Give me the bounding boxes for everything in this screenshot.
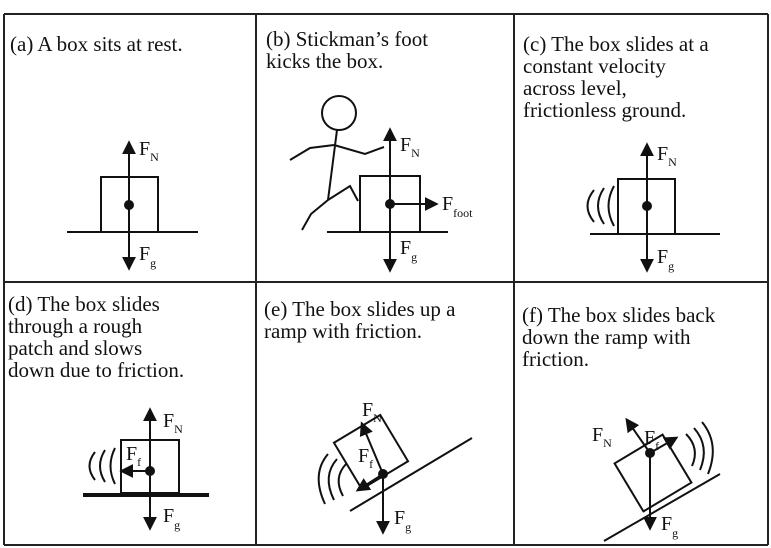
motion-lines bbox=[317, 453, 347, 505]
normal-force-label: FN bbox=[163, 410, 183, 436]
panel-b-caption: (b) Stickman’s foot kicks the box. bbox=[266, 27, 429, 73]
stickman-back-arm bbox=[289, 144, 335, 161]
rough-ground bbox=[83, 493, 209, 497]
panel-d-caption: (d) The box slides through a rough patch… bbox=[8, 292, 185, 382]
center-dot bbox=[145, 466, 155, 476]
normal-force-label: FN bbox=[657, 143, 677, 169]
panel-f-caption: (f) The box slides back down the ramp wi… bbox=[522, 303, 716, 371]
panel-f-diagram: FN Fg Ff bbox=[592, 417, 721, 542]
normal-force-label: FN bbox=[400, 134, 420, 160]
motion-lines bbox=[685, 421, 714, 475]
normal-force-label: FN bbox=[362, 399, 382, 425]
box bbox=[613, 433, 693, 513]
normal-force-label: FN bbox=[592, 424, 612, 450]
gravity-force-label: Fg bbox=[400, 237, 417, 264]
panel-a-caption: (a) A box sits at rest. bbox=[10, 32, 183, 56]
gravity-force-label: Fg bbox=[139, 243, 156, 270]
motion-lines bbox=[586, 185, 615, 227]
gravity-force-label: Fg bbox=[163, 505, 180, 532]
normal-force-label: FN bbox=[139, 138, 159, 164]
gravity-force-label: Fg bbox=[657, 246, 674, 273]
foot-force-label: Ffoot bbox=[442, 193, 473, 220]
friction-force-label: Ff bbox=[644, 427, 659, 453]
stickman-back-leg bbox=[301, 199, 329, 231]
normal-force-arrow bbox=[625, 417, 651, 454]
friction-force-label: Ff bbox=[126, 443, 141, 469]
center-dot bbox=[385, 199, 395, 209]
motion-lines bbox=[88, 447, 116, 485]
stickman bbox=[289, 95, 385, 231]
panel-a-diagram: FN Fg bbox=[67, 138, 198, 271]
normal-force-arrow bbox=[359, 421, 384, 475]
friction-force-label: Ff bbox=[358, 445, 373, 471]
box bbox=[332, 413, 410, 491]
center-dot bbox=[642, 201, 652, 211]
friction-force-arrow bbox=[649, 436, 679, 454]
center-dot bbox=[378, 469, 388, 479]
panel-e-caption: (e) The box slides up a ramp with fricti… bbox=[264, 297, 456, 343]
center-dot bbox=[645, 448, 655, 458]
ramp-line bbox=[349, 437, 473, 512]
gravity-force-label: Fg bbox=[661, 513, 678, 540]
stickman-body bbox=[327, 129, 338, 201]
stickman-front-arm bbox=[333, 144, 385, 156]
panel-b-diagram: FN Fg Ffoot bbox=[289, 95, 473, 273]
ramp-line bbox=[603, 473, 721, 542]
panel-d-diagram: FN Fg Ff bbox=[83, 407, 209, 532]
gravity-force-label: Fg bbox=[394, 507, 411, 534]
stickman-kicking-leg bbox=[327, 184, 359, 202]
stickman-head bbox=[321, 95, 357, 131]
panel-c-diagram: FN Fg bbox=[586, 142, 720, 273]
panel-e-diagram: FN Fg Ff bbox=[317, 399, 473, 535]
center-dot bbox=[124, 200, 134, 210]
panel-c-caption: (c) The box slides at a constant velocit… bbox=[523, 32, 709, 122]
